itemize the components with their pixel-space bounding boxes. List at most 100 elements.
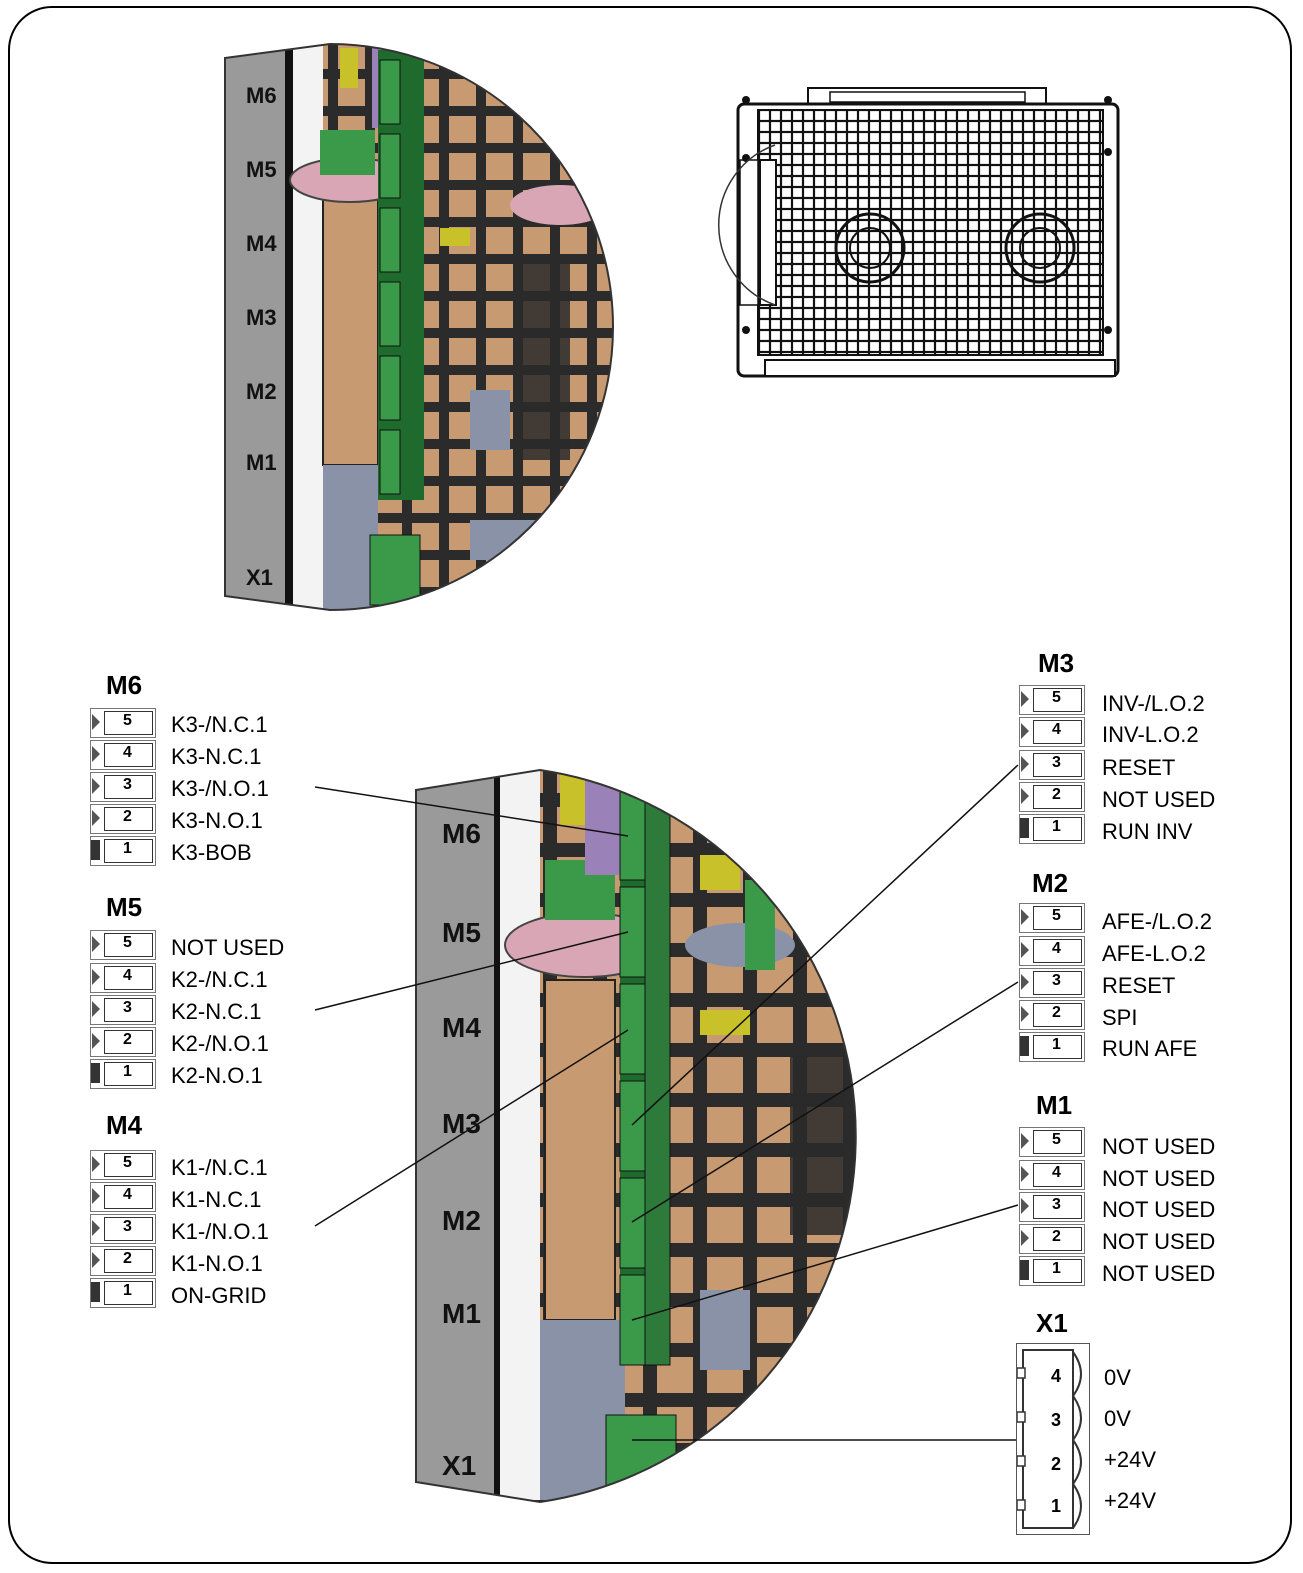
connector-title-m4: M4: [106, 1110, 143, 1140]
pin-signal: NOT USED: [1102, 1229, 1216, 1254]
pin-box: 1: [90, 1059, 156, 1089]
top-view-outline: [224, 42, 614, 612]
top-label-m6: M6: [246, 83, 277, 108]
pin-signal: 0V: [1104, 1406, 1131, 1431]
top-label-m5: M5: [246, 157, 277, 182]
pin-box: 2: [90, 1027, 156, 1057]
pin-signal: K3-N.C.1: [171, 744, 262, 769]
pin-signal: K1-N.O.1: [171, 1251, 263, 1276]
pin-box: 1: [1019, 1256, 1085, 1286]
pin-box: 5: [90, 1150, 156, 1180]
leader-m2: [631, 981, 1019, 1223]
pin-signal: NOT USED: [1102, 1134, 1216, 1159]
top-magnified-view: [225, 44, 613, 610]
leader-m4: [314, 1029, 629, 1227]
pin-signal: INV-/L.O.2: [1102, 691, 1205, 716]
pin-signal: RUN AFE: [1102, 1036, 1198, 1061]
pin-signal: K2-/N.O.1: [171, 1031, 269, 1056]
pin-box: 4: [90, 1182, 156, 1212]
unit-plan-view: [717, 87, 1120, 378]
top-label-m1: M1: [246, 450, 277, 475]
pin-box: 4: [1019, 936, 1085, 966]
top-label-x1: X1: [246, 565, 273, 590]
pin-box: 2: [1019, 1224, 1085, 1254]
pin-box: 1: [90, 836, 156, 866]
zoom-label-x1: X1: [442, 1450, 476, 1481]
pin-signal: RESET: [1102, 973, 1176, 998]
connector-title-m1: M1: [1036, 1090, 1073, 1120]
pin-box: 4: [90, 740, 156, 770]
pin-signal: NOT USED: [171, 935, 285, 960]
zoom-label-m2: M2: [442, 1205, 481, 1236]
pin-signal: K1-/N.O.1: [171, 1219, 269, 1244]
x1-pin-number: 2: [1050, 1454, 1061, 1474]
pin-box: 3: [1019, 968, 1085, 998]
pin-signal: RUN INV: [1102, 819, 1193, 844]
pin-signal: +24V: [1104, 1488, 1156, 1513]
pin-box: 1: [1019, 1032, 1085, 1062]
pin-signal: K2-N.C.1: [171, 999, 262, 1024]
pin-signal: SPI: [1102, 1005, 1138, 1030]
pin-box: 4: [1019, 1160, 1085, 1190]
connector-title-x1: X1: [1036, 1308, 1068, 1338]
zoomed-terminal-view: [416, 770, 856, 1502]
pin-box: 5: [90, 930, 156, 960]
zoom-label-m6: M6: [442, 818, 481, 849]
pin-signal: AFE-L.O.2: [1102, 941, 1206, 966]
pin-box: 2: [1019, 782, 1085, 812]
pin-box: 1: [90, 1278, 156, 1308]
pin-signal: K2-N.O.1: [171, 1063, 263, 1088]
pin-signal: NOT USED: [1102, 787, 1216, 812]
pin-box: 2: [90, 1246, 156, 1276]
pin-box: 5: [1019, 685, 1085, 715]
x1-pin-number: 1: [1050, 1496, 1061, 1516]
x1-pin-number: 3: [1050, 1410, 1061, 1430]
top-label-m3: M3: [246, 305, 277, 330]
rounded-frame: [8, 6, 1292, 1564]
top-label-m4: M4: [246, 231, 277, 256]
connector-title-m5: M5: [106, 892, 143, 922]
connector-title-m3: M3: [1038, 648, 1075, 678]
leader-m3: [631, 764, 1019, 1126]
pin-signal: AFE-/L.O.2: [1102, 909, 1213, 934]
zoom-label-m1: M1: [442, 1298, 481, 1329]
pin-box: 4: [90, 963, 156, 993]
pin-box: 3: [1019, 1192, 1085, 1222]
leader-m1: [631, 1204, 1019, 1321]
pin-signal: K1-/N.C.1: [171, 1155, 268, 1180]
connector-title-m2: M2: [1032, 868, 1069, 898]
leader-m6: [314, 786, 629, 837]
pin-box: 2: [1019, 1000, 1085, 1030]
pin-signal: K3-/N.C.1: [171, 712, 268, 737]
pin-signal: K2-/N.C.1: [171, 967, 268, 992]
pin-box: 3: [90, 772, 156, 802]
pin-signal: 0V: [1104, 1365, 1131, 1390]
pin-box: 3: [90, 1214, 156, 1244]
pin-box: 3: [90, 995, 156, 1025]
top-view-module-labels: M6 M5 M4 M3 M2 M1 X1: [246, 83, 277, 590]
pin-signal: +24V: [1104, 1447, 1156, 1472]
pin-box: 5: [1019, 903, 1085, 933]
zoom-view-outline: [415, 768, 857, 1504]
leader-m5: [314, 931, 629, 1011]
pin-signal: ON-GRID: [171, 1283, 267, 1308]
zoom-label-m5: M5: [442, 917, 481, 948]
pin-box: 3: [1019, 750, 1085, 780]
pin-box: 2: [90, 804, 156, 834]
pin-signal: K3-BOB: [171, 840, 252, 865]
pin-box: 5: [90, 708, 156, 738]
pin-box: 1: [1019, 814, 1085, 844]
pin-box: 5: [1019, 1127, 1085, 1157]
top-label-m2: M2: [246, 379, 277, 404]
x1-pin-number: 4: [1050, 1366, 1061, 1386]
pin-signal: K3-/N.O.1: [171, 776, 269, 801]
pin-signal: K3-N.O.1: [171, 808, 263, 833]
pin-signal: RESET: [1102, 755, 1176, 780]
pin-box: 4: [1019, 717, 1085, 747]
zoom-label-m4: M4: [442, 1012, 481, 1043]
leader-lines: [314, 764, 1019, 1441]
pin-signal: NOT USED: [1102, 1166, 1216, 1191]
zoom-view-module-labels: M6 M5 M4 M3 M2 M1 X1: [442, 818, 481, 1481]
pin-signal: NOT USED: [1102, 1261, 1216, 1286]
